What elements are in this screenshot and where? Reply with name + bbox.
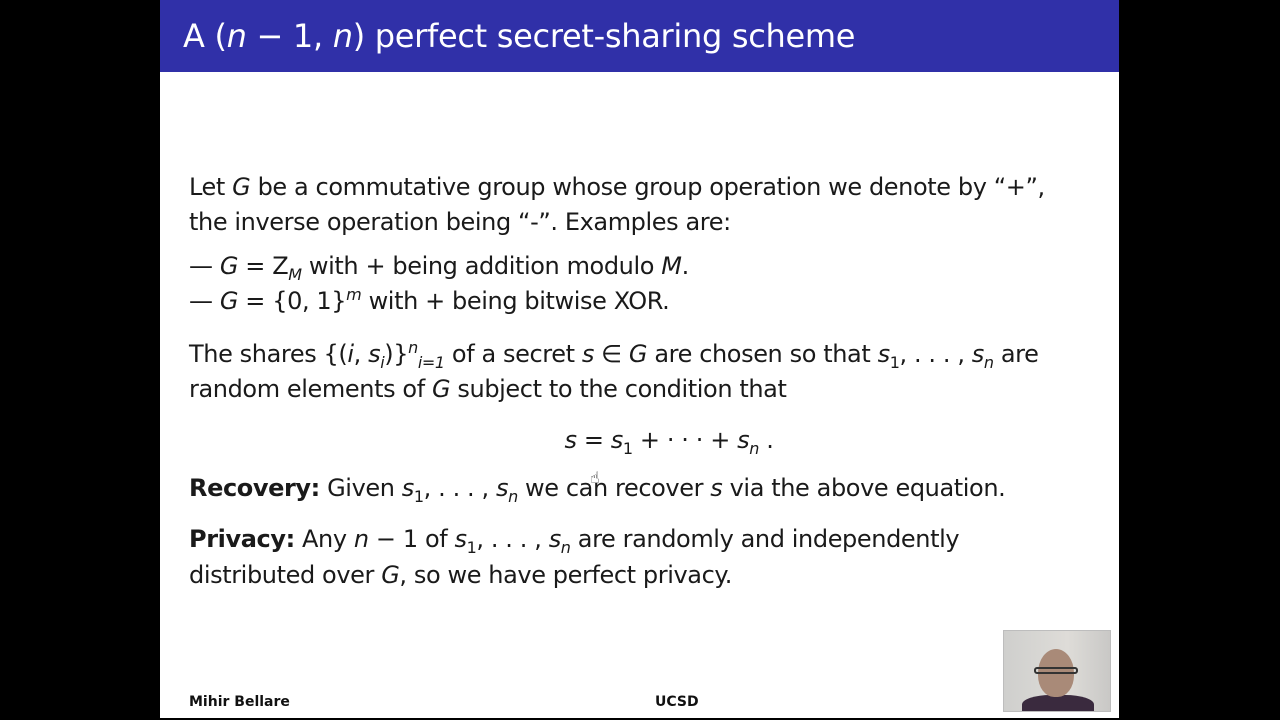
slide: A (n − 1, n) perfect secret-sharing sche…	[160, 0, 1119, 718]
recovery-statement: Recovery: Given s1, . . . , sn we can re…	[189, 474, 1006, 506]
privacy-statement-line1: Privacy: Any n − 1 of s1, . . . , sn are…	[189, 525, 960, 557]
presenter-shirt	[1022, 695, 1094, 711]
slide-title: A (n − 1, n) perfect secret-sharing sche…	[183, 17, 856, 55]
paragraph-shares-line2: random elements of G subject to the cond…	[189, 375, 787, 403]
presenter-glasses-icon	[1034, 667, 1078, 674]
title-bar: A (n − 1, n) perfect secret-sharing sche…	[160, 0, 1119, 72]
privacy-label: Privacy:	[189, 525, 295, 553]
hand-cursor-icon: ☝	[590, 468, 600, 487]
equation-sum: s = s1 + · · · + sn .	[564, 426, 774, 458]
example-item-xor: — G = {0, 1}m with + being bitwise XOR.	[189, 285, 670, 316]
footer-institution: UCSD	[655, 694, 699, 710]
recovery-label: Recovery:	[189, 474, 320, 502]
paragraph-group-definition-line2: the inverse operation being “-”. Example…	[189, 208, 731, 236]
footer-author: Mihir Bellare	[189, 694, 290, 710]
example-item-zm: — G = ZM with + being addition modulo M.	[189, 252, 689, 284]
privacy-statement-line2: distributed over G, so we have perfect p…	[189, 561, 733, 589]
paragraph-shares-line1: The shares {(i, si)}ni=1 of a secret s ∈…	[189, 338, 1039, 372]
presenter-webcam-thumbnail	[1003, 630, 1111, 712]
paragraph-group-definition-line1: Let G be a commutative group whose group…	[189, 173, 1045, 201]
